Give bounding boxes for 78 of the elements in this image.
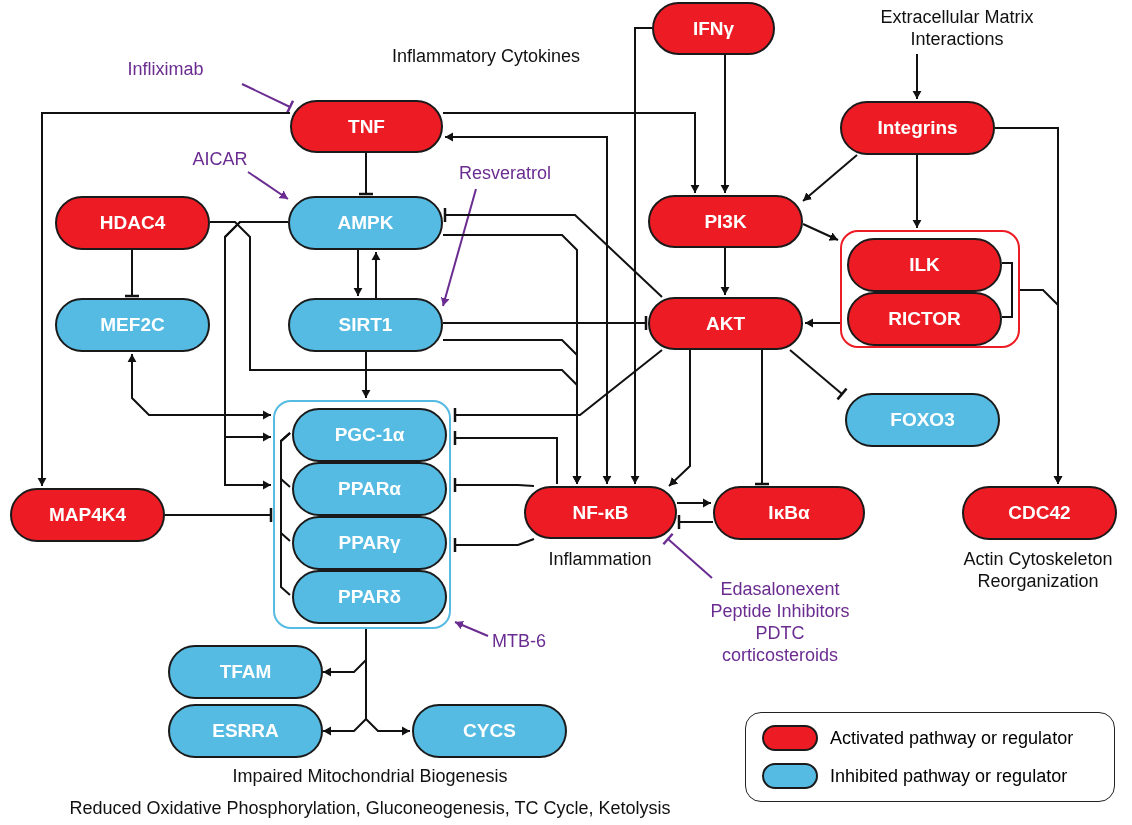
complex-outline (273, 400, 451, 629)
pathway-node: PI3K (648, 195, 803, 248)
drug-label: Resveratrol (448, 162, 562, 188)
arrow (629, 27, 653, 485)
inhibition-line (453, 349, 663, 424)
arrow (802, 154, 858, 202)
pathway-node: PPARδ (292, 570, 447, 624)
pathway-node: MEF2C (55, 298, 210, 352)
arrow (911, 154, 923, 229)
arrow (360, 351, 372, 399)
arrow (247, 171, 289, 200)
drug-list: Edasalonexent Peptide Inhibitors PDTC corticosteroids (690, 578, 870, 676)
inhibition-line (662, 532, 713, 579)
arrow (719, 54, 731, 194)
arrow (440, 188, 477, 307)
caption-text: Inflammation (547, 548, 653, 570)
pathway-node: PPARγ (292, 516, 447, 570)
arrow (444, 131, 613, 485)
arrow (804, 317, 841, 329)
pathway-node: NF-κB (524, 486, 677, 539)
inhibition-line (123, 249, 141, 298)
arrow (442, 339, 583, 485)
inhibition-line (677, 513, 714, 531)
outcome-label: Impaired Mitochondrial Biogenesis (231, 765, 509, 787)
pathway-node: RICTOR (847, 292, 1002, 346)
complex-outline (840, 230, 1020, 348)
pathway-node: ESRRA (168, 704, 323, 758)
inhibition-line (357, 152, 375, 196)
inhibition-line (241, 83, 295, 115)
outcome-label: Reduced Oxidative Phosphorylation, Gluconeogenesis, TC Cycle, Ketolysis (68, 797, 672, 819)
pathway-node: PPARα (292, 462, 447, 516)
pathway-node: ILK (847, 238, 1002, 292)
inhibition-line (453, 429, 558, 485)
pathway-node: HDAC4 (55, 196, 210, 250)
pathway-node: AMPK (288, 196, 443, 250)
drug-label: AICAR (188, 148, 252, 172)
pathway-node: PGC-1α (292, 408, 447, 462)
pathway-node: AKT (648, 297, 803, 350)
arrow (370, 251, 382, 299)
arrow (224, 221, 289, 491)
pathway-node: IFNγ (652, 2, 775, 55)
pathway-node: CYCS (412, 704, 567, 758)
inhibition-line (164, 506, 273, 524)
pathway-node: FOXO3 (845, 393, 1000, 447)
arrow (365, 628, 411, 737)
arrow (668, 349, 691, 487)
legend-text: Activated pathway or regulator (830, 727, 1074, 749)
arrow (719, 247, 731, 296)
arrow (1019, 289, 1064, 485)
arrow (442, 112, 701, 194)
connector-line (280, 432, 291, 596)
arrow (36, 112, 291, 487)
drug-label: Infliximab (68, 58, 263, 84)
arrow (454, 620, 489, 637)
arrow (676, 497, 712, 509)
inhibition-line (453, 476, 535, 494)
legend-text: Inhibited pathway or regulator (830, 765, 1068, 787)
caption-text: Actin Cytoskeleton Reorganization (962, 548, 1114, 592)
pathway-node: Integrins (840, 101, 995, 155)
connector-line (1001, 262, 1013, 318)
arrow (352, 249, 364, 297)
annotation-text: Extracellular Matrix Interactions (860, 6, 1054, 54)
inhibition-line (442, 314, 648, 332)
arrow (911, 53, 923, 100)
pathway-node: IκBα (713, 486, 865, 540)
pathway-node: SIRT1 (288, 298, 443, 352)
pathway-node: CDC42 (962, 486, 1117, 540)
group-label: Inflammatory Cytokines (390, 45, 582, 67)
pathway-node: TNF (290, 100, 443, 153)
drug-label: MTB-6 (488, 630, 550, 656)
inhibition-line (443, 206, 663, 298)
pathway-node: MAP4K4 (10, 488, 165, 542)
arrow (126, 353, 272, 421)
inhibition-line (753, 349, 771, 486)
arrow (802, 223, 839, 241)
pathway-node: TFAM (168, 645, 323, 699)
inhibition-line (453, 536, 535, 554)
inhibition-line (789, 349, 848, 401)
